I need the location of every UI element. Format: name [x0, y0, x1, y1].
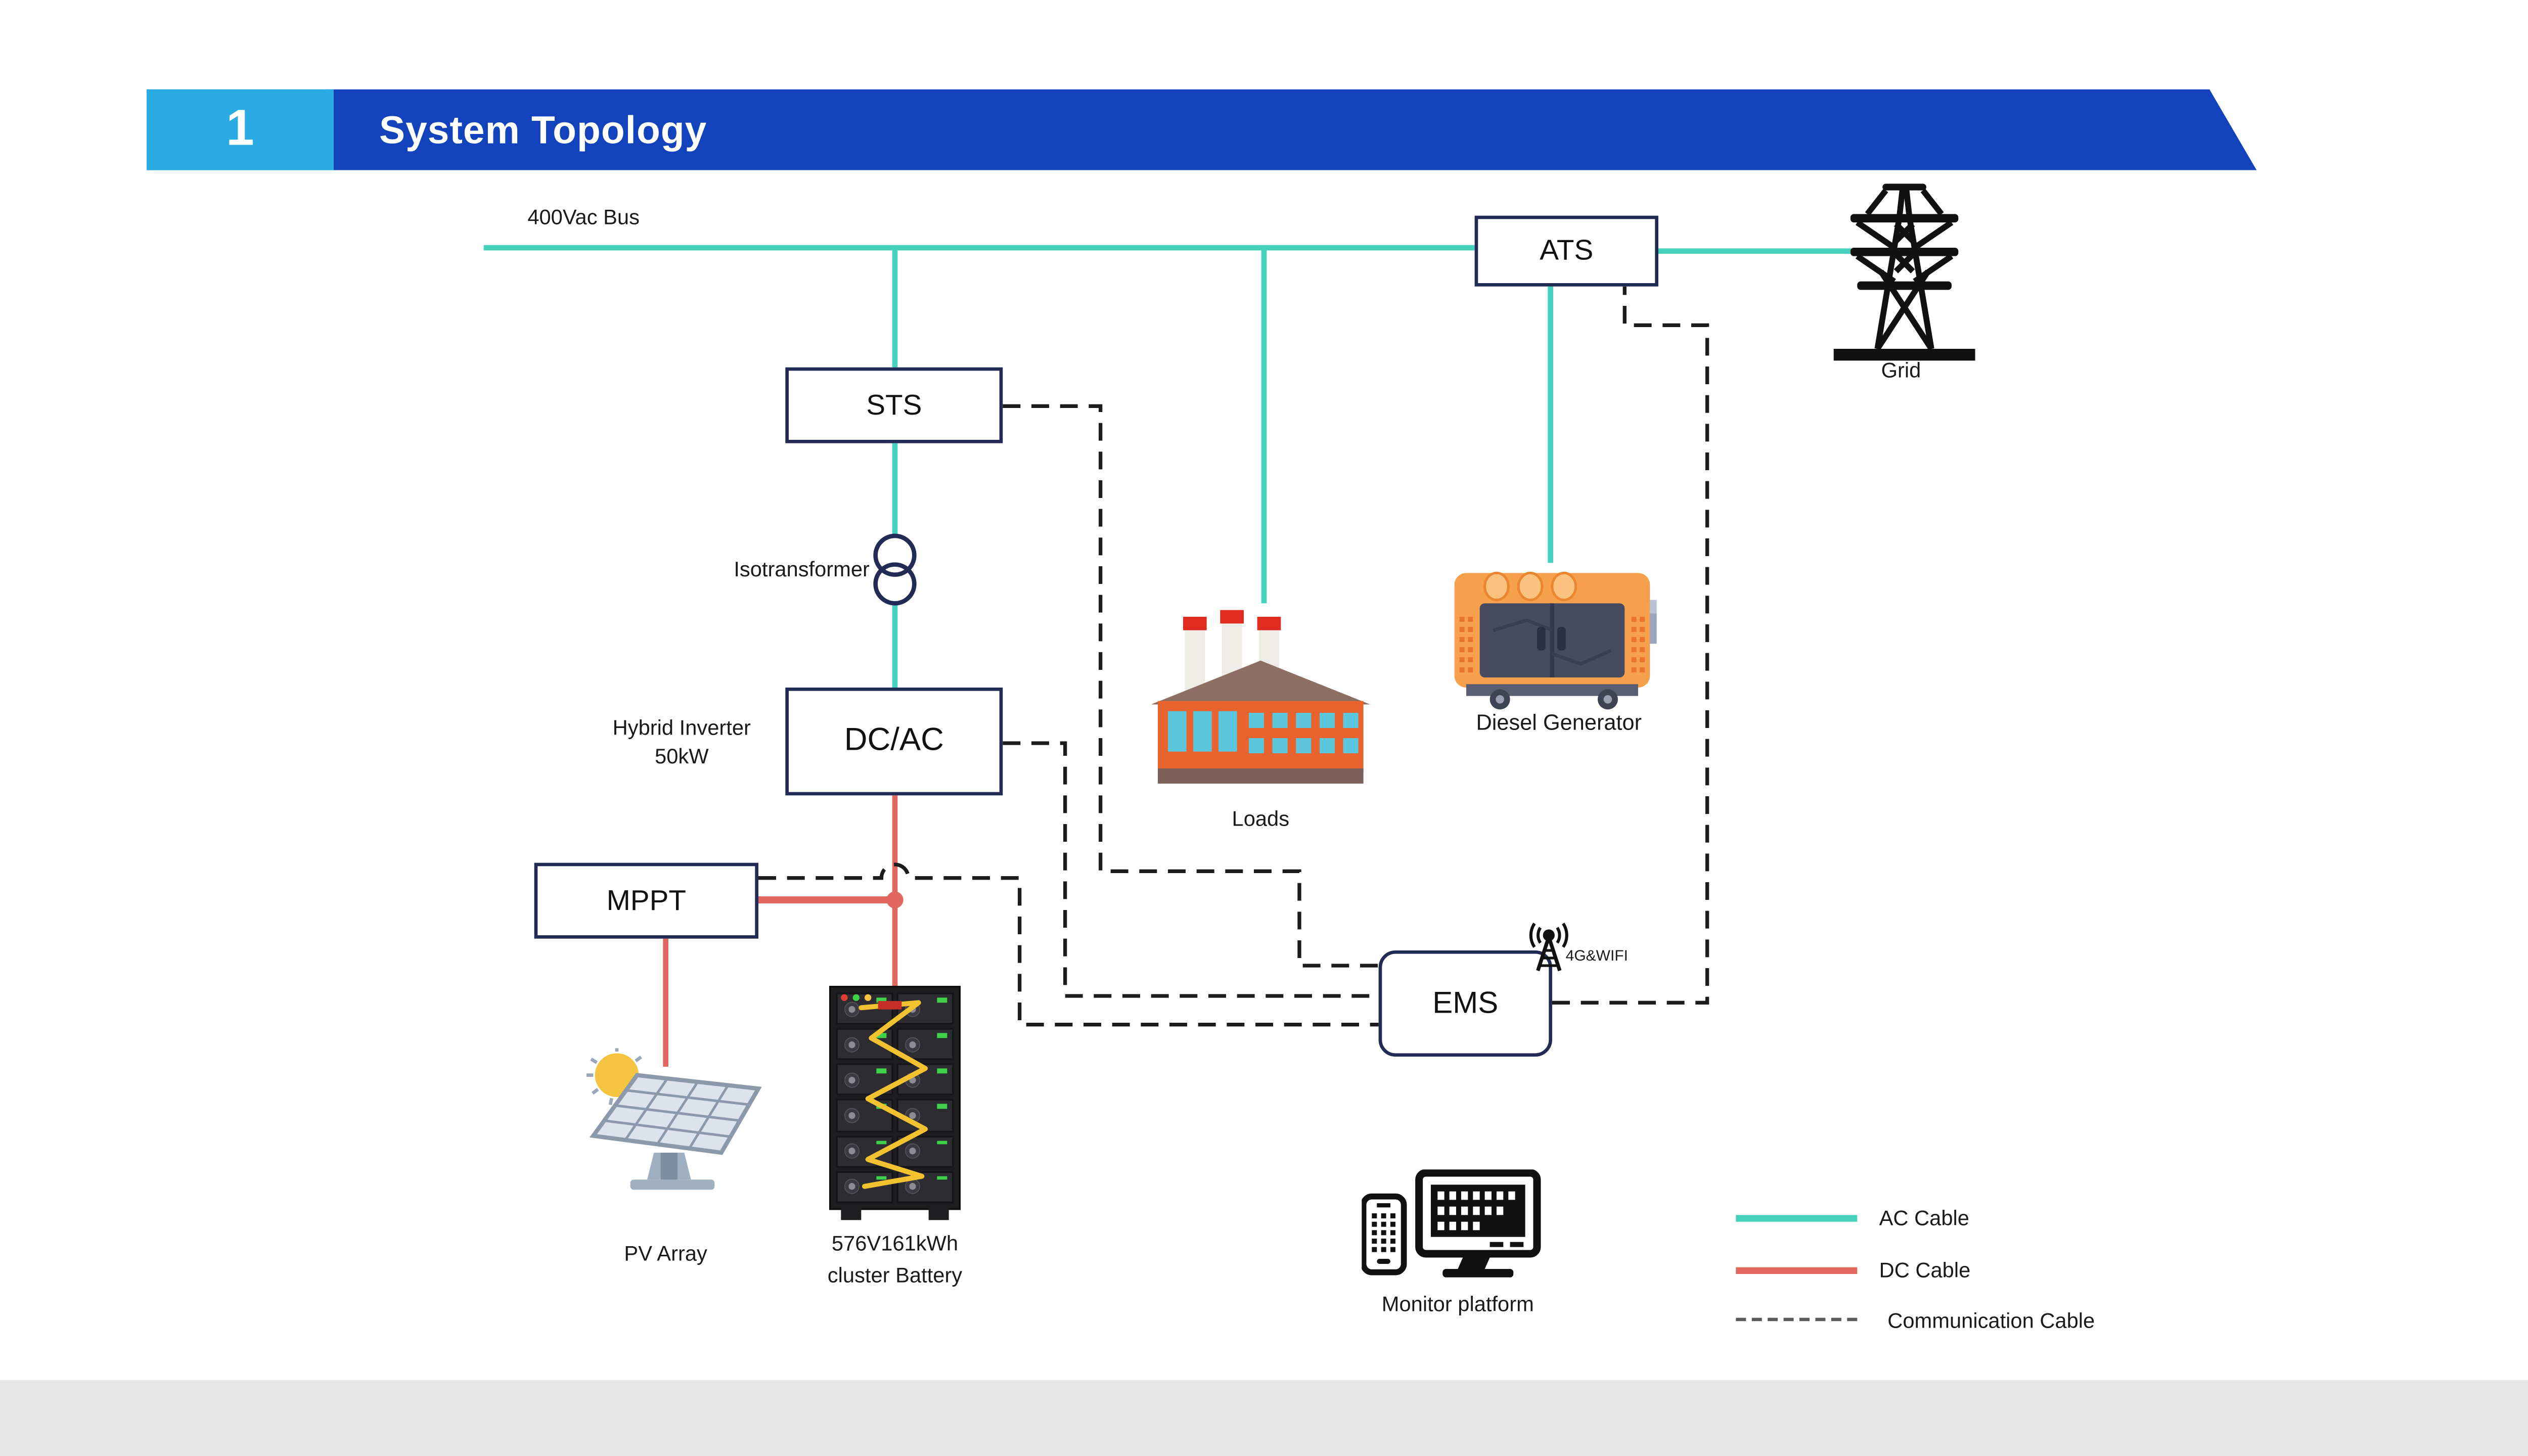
page-title: System Topology [379, 108, 707, 152]
battery-status-leds [841, 994, 872, 1001]
diesel-generator-label: Diesel Generator [1476, 709, 1642, 735]
legend-dc-label: DC Cable [1879, 1258, 1971, 1283]
section-number: 1 [146, 89, 334, 170]
monitor-icon [1415, 1169, 1541, 1278]
legend-comm-label: Communication Cable [1887, 1309, 2095, 1333]
mppt-label: MPPT [606, 884, 687, 916]
isotransformer-label: Isotransformer [734, 558, 870, 581]
legend-dc-swatch [1736, 1267, 1858, 1273]
dc-junction-dot [886, 891, 904, 908]
pv-array-label: PV Array [624, 1242, 707, 1266]
ats-label: ATS [1540, 234, 1594, 266]
dcac-box: DC/AC [785, 687, 1003, 796]
sts-box: STS [785, 367, 1003, 443]
comm-dcac-to-ems [1003, 741, 1379, 998]
loads-label: Loads [1232, 807, 1290, 831]
sts-label: STS [866, 388, 922, 421]
battery-label: 576V161kWh cluster Battery [827, 1232, 963, 1288]
battery-icon [829, 985, 961, 1220]
ems-label: EMS [1432, 985, 1499, 1020]
mppt-box: MPPT [534, 862, 758, 939]
hybrid-inverter-label: Hybrid Inverter 50kW [612, 716, 751, 768]
legend-comm-swatch [1736, 1317, 1858, 1322]
ems-box: EMS [1378, 950, 1552, 1057]
phone-icon [1362, 1193, 1407, 1276]
footer-band [0, 1380, 2528, 1456]
diesel-generator-icon [1454, 571, 1657, 710]
legend-ac-swatch [1736, 1215, 1858, 1221]
wireless-label: 4G&WIFI [1565, 947, 1629, 964]
header-banner [325, 89, 2256, 170]
monitor-platform-label: Monitor platform [1381, 1292, 1534, 1316]
bus-label: 400Vac Bus [527, 205, 640, 230]
pv-array-icon [583, 1048, 762, 1190]
factory-icon [1151, 610, 1370, 784]
comm-mppt-to-ems [758, 862, 1379, 1027]
ats-box: ATS [1474, 215, 1658, 287]
isotransformer-icon [873, 533, 917, 606]
grid-label: Grid [1881, 358, 1921, 383]
comm-ems-to-ats [1552, 286, 1709, 1005]
battery-modules [836, 992, 954, 1203]
antenna-icon [1529, 922, 1568, 972]
monitor-platform-icons [1362, 1169, 1541, 1278]
legend-ac-label: AC Cable [1879, 1206, 1969, 1231]
grid-tower-icon [1833, 184, 1975, 361]
dcac-label: DC/AC [844, 722, 944, 758]
comm-sts-to-ems [1003, 404, 1379, 968]
